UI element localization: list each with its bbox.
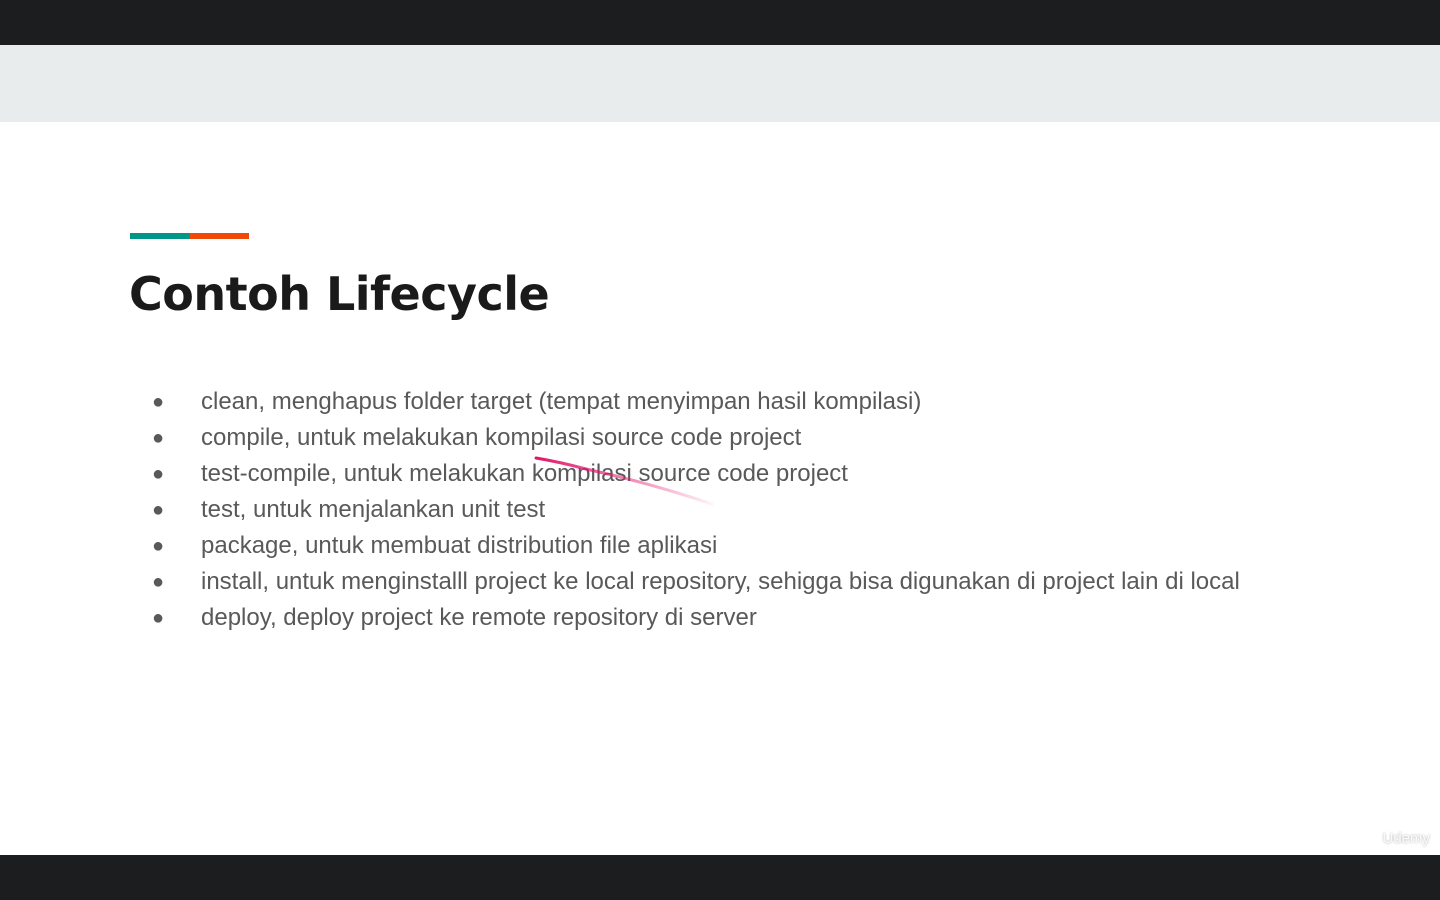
accent-bar-orange	[190, 233, 249, 239]
bullet-dot-icon: ●	[151, 499, 165, 521]
bullet-text: test, untuk menjalankan unit test	[201, 496, 546, 523]
bullet-text: install, untuk menginstalll project ke l…	[201, 568, 1240, 595]
bullet-dot-icon: ●	[151, 427, 165, 449]
bullet-text: test-compile, untuk melakukan kompilasi …	[201, 460, 848, 487]
bullet-dot-icon: ●	[151, 535, 165, 557]
bullet-dot-icon: ●	[151, 571, 165, 593]
bullet-dot-icon: ●	[151, 463, 165, 485]
video-letterbox-top	[0, 0, 1440, 45]
title-accent-bar	[130, 233, 249, 239]
video-letterbox-bottom	[0, 855, 1440, 900]
bullet-dot-icon: ●	[151, 391, 165, 413]
bullet-text: package, untuk membuat distribution file…	[201, 532, 718, 559]
bullet-text: clean, menghapus folder target (tempat m…	[201, 388, 922, 415]
presentation-slide: Contoh Lifecycle ● clean, menghapus fold…	[0, 45, 1440, 855]
bullet-text: deploy, deploy project ke remote reposit…	[201, 604, 757, 631]
slide-title: Contoh Lifecycle	[129, 267, 550, 321]
bullet-dot-icon: ●	[151, 607, 165, 629]
udemy-watermark: Udemy	[1382, 830, 1430, 847]
slide-header-band	[0, 45, 1440, 122]
accent-bar-teal	[130, 233, 190, 239]
bullet-text: compile, untuk melakukan kompilasi sourc…	[201, 424, 802, 451]
